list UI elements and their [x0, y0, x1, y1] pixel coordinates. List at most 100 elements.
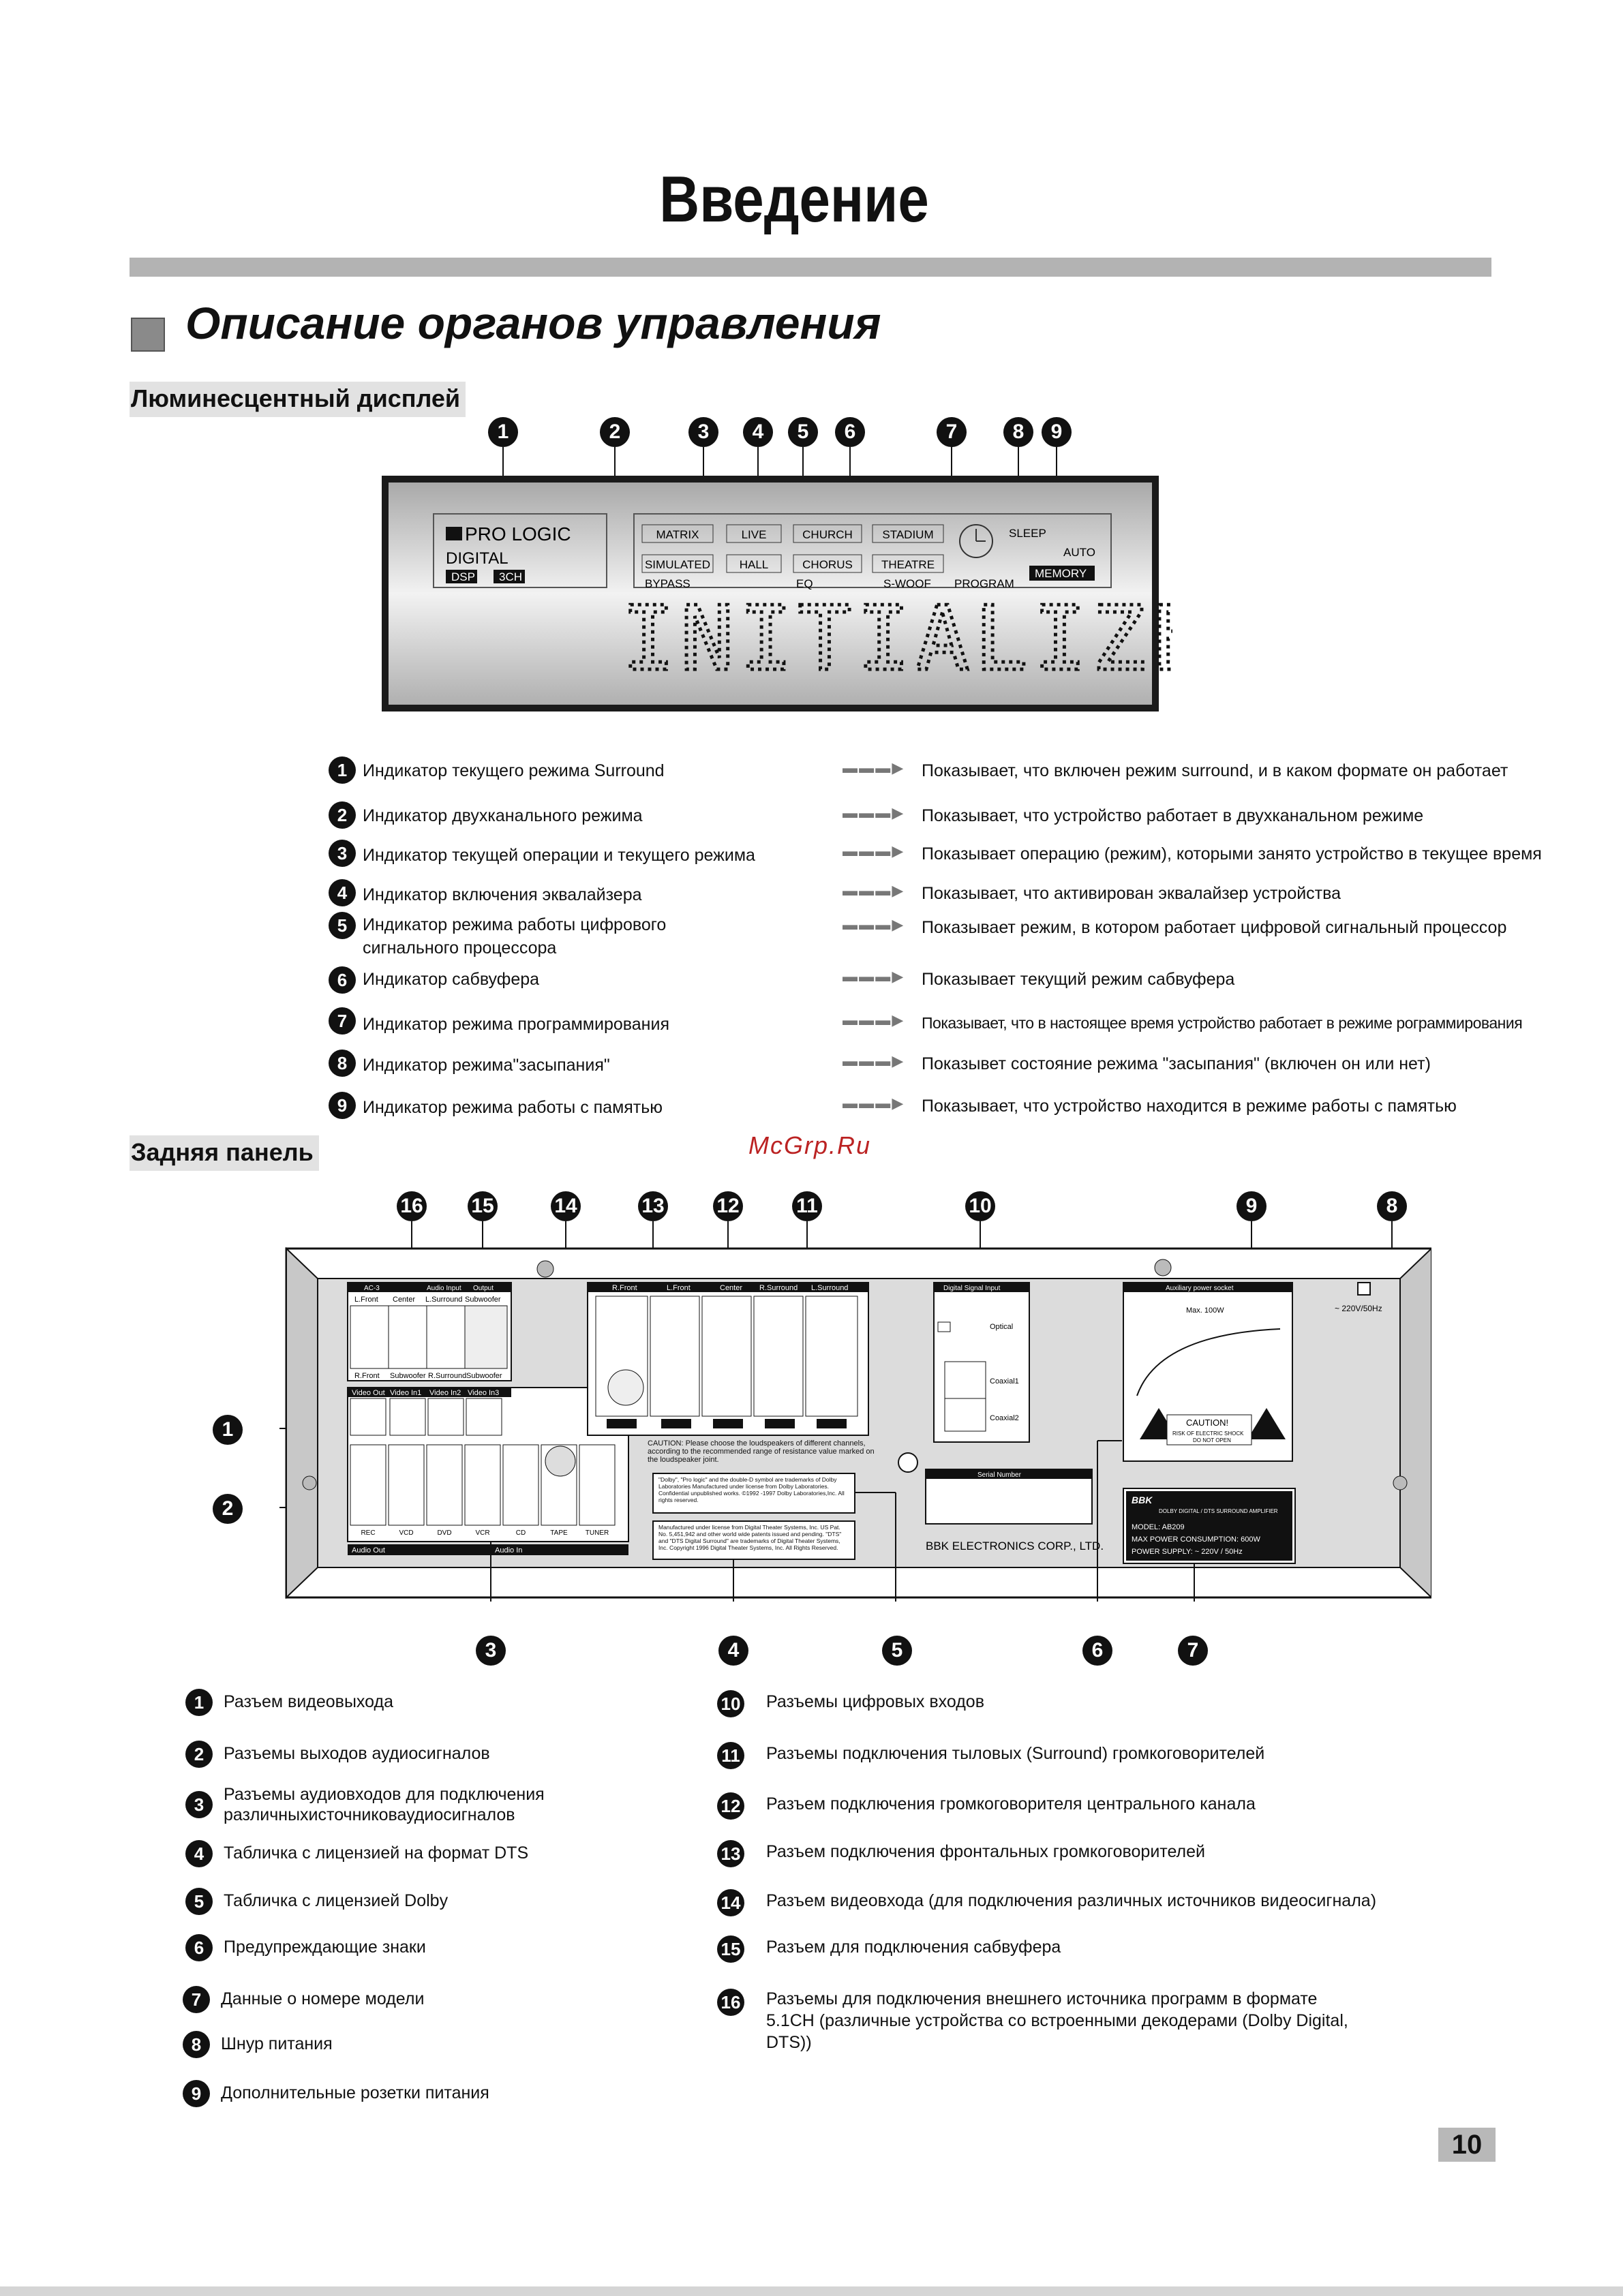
legend-label-6: Индикатор сабвуфера — [363, 970, 540, 989]
legend-label-5b: сигнального процессора — [363, 938, 557, 958]
legend-arrow: ▬ ▬ ▬ ▶ — [843, 1095, 903, 1112]
legend-label-5: Индикатор режима работы цифрового — [363, 915, 667, 934]
rear-num-14: 14 — [717, 1889, 744, 1916]
svg-text:R.Surround: R.Surround — [759, 1284, 798, 1292]
rear-label-3b: различныхисточниковаудиосигналов — [224, 1805, 515, 1824]
rear-num-9: 9 — [183, 2080, 210, 2107]
callout-3: 3 — [476, 1636, 506, 1666]
svg-text:Video In2: Video In2 — [429, 1389, 461, 1397]
bypass-label: BYPASS — [645, 577, 691, 590]
legend-label-4: Индикатор включения эквалайзера — [363, 885, 642, 904]
legend-num-5: 5 — [329, 912, 356, 939]
legend-arrow: ▬ ▬ ▬ ▶ — [843, 804, 903, 821]
legend-num-1: 1 — [329, 756, 356, 784]
rear-num-4: 4 — [185, 1840, 213, 1867]
svg-text:Coaxial1: Coaxial1 — [990, 1377, 1019, 1386]
title-rule — [130, 258, 1491, 277]
callout-10: 10 — [965, 1191, 995, 1221]
svg-text:R.Front: R.Front — [354, 1372, 380, 1380]
display-panel: PRO LOGIC DIGITAL DSP 3CH MATRIX LIVE CH… — [382, 447, 1172, 711]
dolby-text: "Dolby", "Pro logic" and the double-D sy… — [658, 1476, 845, 1503]
output-label: Output — [473, 1285, 494, 1292]
auto-label: AUTO — [1063, 546, 1095, 559]
rear-num-12: 12 — [717, 1792, 744, 1820]
legend-desc-9: Показывает, что устройство находится в р… — [922, 1097, 1457, 1116]
section-title: Описание органов управления — [185, 298, 881, 348]
legend-desc-1: Показывает, что включен режим surround, … — [922, 761, 1508, 780]
legend-desc-8: Показывет состояние режима "засыпания" (… — [922, 1054, 1431, 1073]
legend-label-9: Индикатор режима работы с памятью — [363, 1098, 663, 1117]
mode-matrix: MATRIX — [656, 528, 699, 541]
rear-num-1: 1 — [185, 1689, 213, 1716]
rear-label-7: Данные о номере модели — [221, 1989, 425, 2008]
mode-hall: HALL — [740, 558, 769, 571]
callout-5: 5 — [882, 1636, 912, 1666]
legend-arrow: ▬ ▬ ▬ ▶ — [843, 916, 903, 933]
swoof-label: S-WOOF — [883, 577, 931, 590]
legend-arrow: ▬ ▬ ▬ ▶ — [843, 968, 903, 985]
callout-8: 8 — [1003, 417, 1033, 447]
rear-num-16: 16 — [717, 1989, 744, 2016]
legend-arrow: ▬ ▬ ▬ ▶ — [843, 759, 903, 776]
rear-num-8: 8 — [183, 2031, 210, 2058]
rear-label-8: Шнур питания — [221, 2034, 333, 2053]
rear-label-13: Разъем подключения фронтальных громкогов… — [766, 1842, 1205, 1861]
svg-text:Video In3: Video In3 — [468, 1389, 499, 1397]
dts-text: Manufactured under license from Digital … — [658, 1524, 842, 1551]
mode-stadium: STADIUM — [882, 528, 933, 541]
rear-label-12: Разъем подключения громкоговорителя цент… — [766, 1794, 1256, 1813]
svg-text:Subwoofer: Subwoofer — [466, 1372, 502, 1380]
page-number: 10 — [1438, 2128, 1496, 2162]
rear-label-10: Разъемы цифровых входов — [766, 1692, 984, 1711]
callout-12: 12 — [713, 1191, 743, 1221]
footer-bar — [0, 2286, 1623, 2296]
callout-6: 6 — [1082, 1636, 1112, 1666]
rear-label-4: Табличка с лицензией на формат DTS — [224, 1843, 529, 1863]
rear-num-10: 10 — [717, 1690, 744, 1717]
digital-label: DIGITAL — [446, 549, 509, 568]
legend-desc-2: Показывает, что устройство работает в дв… — [922, 806, 1424, 825]
rear-label-15: Разъем для подключения сабвуфера — [766, 1938, 1061, 1957]
legend-label-1: Индикатор текущего режима Surround — [363, 761, 665, 780]
legend-num-6: 6 — [329, 966, 356, 994]
callout-9: 9 — [1237, 1191, 1266, 1221]
sleep-label: SLEEP — [1009, 527, 1046, 540]
rear-label-16: Разъемы для подключения внешнего источни… — [766, 1989, 1318, 2008]
donot-label: DO NOT OPEN — [1193, 1437, 1231, 1443]
rear-label-16c: DTS)) — [766, 2033, 812, 2052]
amp-label: DOLBY DIGITAL / DTS SURROUND AMPLIFIER — [1159, 1508, 1278, 1514]
audio-in-label: Audio In — [495, 1546, 522, 1555]
legend-desc-4: Показывает, что активирован эквалайзер у… — [922, 884, 1341, 903]
rear-num-13: 13 — [717, 1840, 744, 1867]
caution-text: CAUTION: Please choose the loudspeakers … — [648, 1439, 875, 1464]
callout-3: 3 — [688, 417, 718, 447]
svg-text:VCR: VCR — [475, 1529, 489, 1537]
rear-label-2: Разъемы выходов аудиосигналов — [224, 1744, 490, 1763]
risk-label: RISK OF ELECTRIC SHOCK — [1172, 1430, 1244, 1437]
rear-label-11: Разъемы подключения тыловых (Surround) г… — [766, 1744, 1265, 1763]
svg-text:VCD: VCD — [399, 1529, 413, 1537]
legend-num-8: 8 — [329, 1050, 356, 1077]
mode-church: CHURCH — [802, 528, 853, 541]
callout-6: 6 — [835, 417, 865, 447]
prologic-logo: PRO LOGIC — [465, 523, 571, 545]
legend-desc-3: Показывает операцию (режим), которыми за… — [922, 844, 1542, 863]
svg-text:TAPE: TAPE — [550, 1529, 568, 1537]
dsp-label: DSP — [451, 570, 475, 583]
rear-label-14: Разъем видеовхода (для подключения разли… — [766, 1891, 1377, 1910]
svg-text:Subwoofer: Subwoofer — [465, 1296, 501, 1304]
rear-num-3: 3 — [185, 1791, 213, 1818]
rear-num-11: 11 — [717, 1742, 744, 1769]
rear-label-9: Дополнительные розетки питания — [221, 2083, 489, 2102]
legend-desc-6: Показывает текущий режим сабвуфера — [922, 970, 1235, 989]
legend-label-2: Индикатор двухканального режима — [363, 806, 643, 825]
svg-text:Center: Center — [393, 1296, 415, 1304]
svg-text:Video Out: Video Out — [352, 1389, 385, 1397]
svg-text:CD: CD — [516, 1529, 526, 1537]
serial-label: Serial Number — [977, 1471, 1022, 1479]
svg-text:L.Surround: L.Surround — [811, 1284, 848, 1292]
callout-2: 2 — [213, 1494, 243, 1524]
svg-text:Coaxial2: Coaxial2 — [990, 1414, 1019, 1422]
display-main-text: INITIALIZE — [622, 587, 1172, 690]
rear-num-7: 7 — [183, 1986, 210, 2013]
